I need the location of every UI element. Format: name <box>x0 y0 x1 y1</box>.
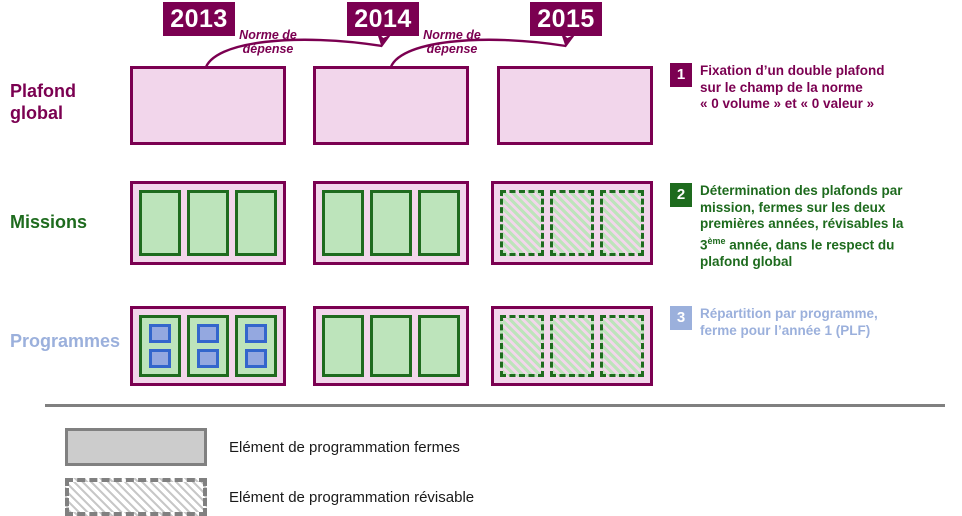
programme-chip-group <box>142 318 178 374</box>
row-label-programmes: Programmes <box>10 331 121 351</box>
annotation-1-badge: 1 <box>670 63 692 87</box>
mission-cell <box>322 190 364 256</box>
row-label-plafond-line1: Plafond <box>10 81 76 101</box>
programme-chip <box>196 324 220 343</box>
annotation-1-text: Fixation d’un double plafond sur le cham… <box>700 63 884 113</box>
programme-cell-revisable <box>550 315 594 377</box>
plafond-global-box-2013 <box>130 66 286 145</box>
programme-chip <box>148 324 172 343</box>
annotation-3-line2: ferme pour l’année 1 (PLF) <box>700 322 871 338</box>
mission-cell-revisable <box>500 190 544 256</box>
programme-chip-group <box>190 318 226 374</box>
mission-cell <box>418 190 460 256</box>
programme-chip-group <box>238 318 274 374</box>
programme-chip <box>244 349 268 368</box>
programme-cell <box>139 315 181 377</box>
annotation-1-line3: « 0 volume » et « 0 valeur » <box>700 96 875 111</box>
programmes-2014-cells <box>322 315 460 377</box>
row-label-plafond-line2: global <box>10 103 63 123</box>
annotation-2-text: Détermination des plafonds par mission, … <box>700 183 903 270</box>
annotation-2-line4-suffix: ème <box>707 235 726 246</box>
programme-cell-revisable <box>500 315 544 377</box>
legend-swatch-revisable <box>65 478 207 516</box>
plafond-global-box-2015 <box>497 66 653 145</box>
year-chip-2015: 2015 <box>530 2 602 36</box>
legend-label-revisable: Elément de programmation révisable <box>229 488 475 506</box>
programme-cell <box>418 315 460 377</box>
programme-cell <box>235 315 277 377</box>
programme-cell <box>322 315 364 377</box>
annotation-1: 1 Fixation d’un double plafond sur le ch… <box>670 63 950 113</box>
legend-item-ferme: Elément de programmation fermes <box>65 428 460 466</box>
annotation-1-line1: Fixation d’un double plafond <box>700 63 885 78</box>
row-label-missions: Missions <box>10 212 88 232</box>
missions-2014-cells <box>322 190 460 256</box>
annotation-3: 3 Répartition par programme, ferme pour … <box>670 306 950 339</box>
norme-label-2-line2: dépense <box>426 42 478 56</box>
annotation-2-badge: 2 <box>670 183 692 207</box>
legend-item-revisable: Elément de programmation révisable <box>65 478 474 516</box>
annotation-2-line4-ordinal: 3 <box>700 237 708 252</box>
programmes-2013-cells <box>139 315 277 377</box>
programmes-box-2015 <box>491 306 653 386</box>
norme-label-1: Norme de dépense <box>213 28 323 56</box>
annotation-3-text: Répartition par programme, ferme pour l’… <box>700 306 878 339</box>
year-chip-2013: 2013 <box>163 2 235 36</box>
norme-label-1-line1: Norme de <box>239 28 297 42</box>
mission-cell-revisable <box>550 190 594 256</box>
programme-chip <box>244 324 268 343</box>
year-chip-2014: 2014 <box>347 2 419 36</box>
plafond-global-box-2014 <box>313 66 469 145</box>
programme-cell-revisable <box>600 315 644 377</box>
mission-cell <box>139 190 181 256</box>
row-label-plafond-global: Plafond global <box>10 80 76 124</box>
mission-cell <box>187 190 229 256</box>
programme-cell <box>187 315 229 377</box>
annotation-2-line1: Détermination des plafonds par <box>700 183 903 198</box>
annotation-2: 2 Détermination des plafonds par mission… <box>670 183 950 270</box>
mission-cell-revisable <box>600 190 644 256</box>
annotation-2-line5: plafond global <box>700 253 793 269</box>
annotation-1-line2: sur le champ de la norme <box>700 79 863 95</box>
mission-cell <box>235 190 277 256</box>
missions-box-2014 <box>313 181 469 265</box>
annotation-2-line4-rest: année, dans le respect du <box>725 237 895 252</box>
annotation-2-line3: premières années, révisables la <box>700 216 904 231</box>
annotation-3-line1: Répartition par programme, <box>700 306 878 321</box>
norme-label-2-line1: Norme de <box>423 28 481 42</box>
legend-separator <box>45 404 945 407</box>
missions-2013-cells <box>139 190 277 256</box>
missions-2015-cells <box>500 190 644 256</box>
legend-swatch-ferme <box>65 428 207 466</box>
annotation-2-line2: mission, fermes sur les deux <box>700 199 886 215</box>
missions-box-2013 <box>130 181 286 265</box>
annotation-2-line4: 3ème année, dans le respect du <box>700 233 903 254</box>
programmes-box-2013 <box>130 306 286 386</box>
norme-label-1-line2: dépense <box>242 42 294 56</box>
norme-label-2: Norme de dépense <box>397 28 507 56</box>
programme-chip <box>148 349 172 368</box>
annotation-3-badge: 3 <box>670 306 692 330</box>
legend-label-ferme: Elément de programmation fermes <box>229 438 460 456</box>
mission-cell <box>370 190 412 256</box>
programme-chip <box>196 349 220 368</box>
programmes-2015-cells <box>500 315 644 377</box>
missions-box-2015 <box>491 181 653 265</box>
programmes-box-2014 <box>313 306 469 386</box>
programme-cell <box>370 315 412 377</box>
